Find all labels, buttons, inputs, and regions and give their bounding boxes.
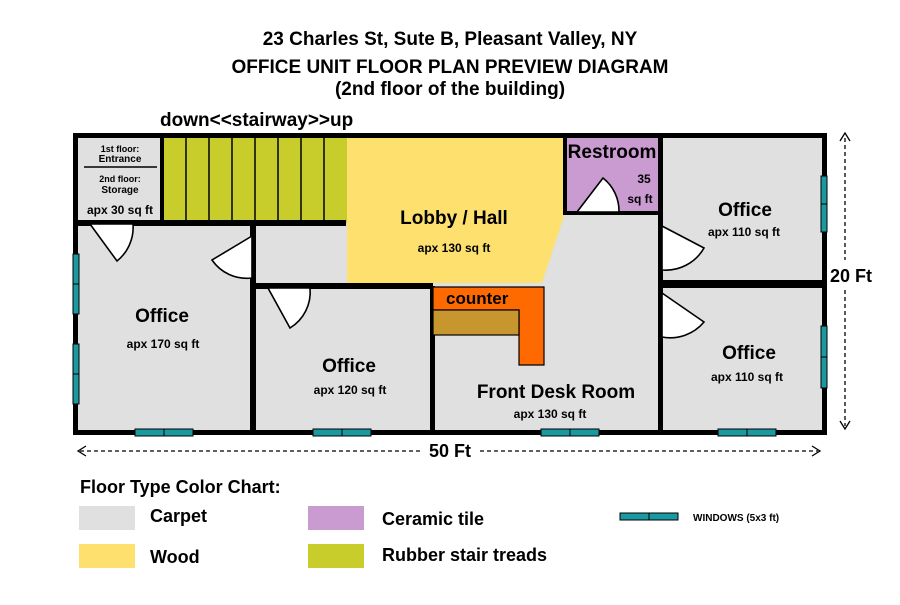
- floor-type-legend: Floor Type Color Chart: Carpet Wood Cera…: [79, 477, 779, 568]
- svg-text:Storage: Storage: [101, 185, 139, 196]
- stair-tread-lines: [185, 137, 325, 223]
- walls: [73, 133, 827, 435]
- legend-label-carpet: Carpet: [150, 506, 207, 526]
- height-dimension: 20 Ft: [830, 131, 872, 431]
- svg-text:Entrance: Entrance: [99, 154, 142, 165]
- svg-text:Restroom: Restroom: [568, 142, 657, 163]
- svg-text:apx 110 sq ft: apx 110 sq ft: [708, 225, 780, 239]
- office-left: Office apx 170 sq ft: [127, 306, 200, 351]
- lobby-wood-floor: [347, 137, 565, 283]
- svg-text:apx 110 sq ft: apx 110 sq ft: [711, 370, 783, 384]
- legend-swatch-wood: [79, 544, 135, 568]
- counter-label: counter: [446, 289, 509, 308]
- svg-text:apx 30 sq ft: apx 30 sq ft: [87, 203, 153, 217]
- svg-text:apx 170 sq ft: apx 170 sq ft: [127, 337, 200, 351]
- legend-window-symbol: [619, 512, 679, 521]
- windows: [72, 175, 828, 437]
- legend-swatch-stair: [308, 544, 364, 568]
- front-desk-counter: counter: [432, 286, 545, 366]
- svg-text:sq ft: sq ft: [627, 192, 652, 206]
- svg-text:1st floor:: 1st floor:: [101, 144, 140, 154]
- office-middle: Office apx 120 sq ft: [314, 356, 387, 397]
- legend-label-windows: WINDOWS (5x3 ft): [693, 513, 779, 524]
- svg-text:Office: Office: [722, 343, 776, 364]
- svg-text:apx 120 sq ft: apx 120 sq ft: [314, 383, 387, 397]
- svg-text:Front Desk Room: Front Desk Room: [477, 382, 635, 403]
- floor-subtitle: (2nd floor of the building): [335, 79, 565, 100]
- legend-swatch-carpet: [79, 506, 135, 530]
- svg-text:Office: Office: [718, 200, 772, 221]
- legend-title: Floor Type Color Chart:: [80, 477, 281, 497]
- width-dimension: 50 Ft: [76, 441, 822, 461]
- legend-label-wood: Wood: [150, 547, 200, 567]
- stairway-label: down<<stairway>>up: [160, 110, 353, 131]
- office-bottom-right: Office apx 110 sq ft: [711, 343, 783, 384]
- svg-text:apx 130 sq ft: apx 130 sq ft: [418, 241, 491, 255]
- office-top-right: Office apx 110 sq ft: [708, 200, 780, 239]
- legend-swatch-ceramic: [308, 506, 364, 530]
- svg-text:Office: Office: [135, 306, 189, 327]
- restroom-room: Restroom 35 sq ft: [568, 142, 657, 206]
- lobby-hall-room: Lobby / Hall apx 130 sq ft: [400, 208, 508, 255]
- height-label: 20 Ft: [830, 266, 872, 286]
- svg-text:Lobby / Hall: Lobby / Hall: [400, 208, 508, 229]
- legend-label-stair: Rubber stair treads: [382, 545, 547, 565]
- svg-text:apx 130 sq ft: apx 130 sq ft: [514, 407, 587, 421]
- front-desk-room: Front Desk Room apx 130 sq ft: [477, 382, 635, 421]
- address-title: 23 Charles St, Sute B, Pleasant Valley, …: [263, 29, 638, 50]
- svg-text:2nd floor:: 2nd floor:: [99, 174, 141, 184]
- diagram-title: OFFICE UNIT FLOOR PLAN PREVIEW DIAGRAM: [232, 57, 669, 78]
- legend-label-ceramic: Ceramic tile: [382, 509, 484, 529]
- entrance-storage-room: 1st floor: Entrance 2nd floor: Storage a…: [84, 144, 157, 217]
- svg-text:35: 35: [637, 172, 651, 186]
- width-label: 50 Ft: [429, 441, 471, 461]
- svg-text:Office: Office: [322, 356, 376, 377]
- doors: [88, 176, 706, 339]
